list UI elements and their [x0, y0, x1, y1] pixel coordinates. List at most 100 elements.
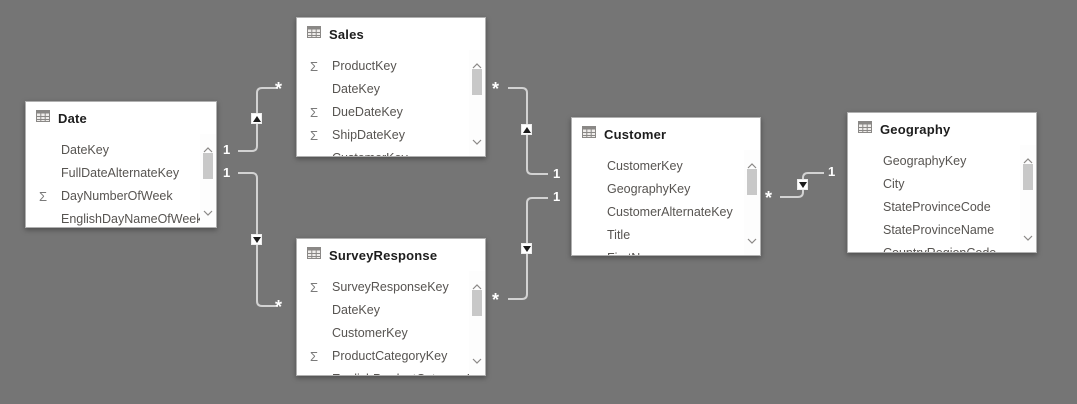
field-row[interactable]: ΣCustomerKey [572, 155, 760, 178]
filter-direction-arrow-icon[interactable] [797, 179, 808, 190]
cardinality-one-label: 1 [553, 166, 561, 181]
table-icon [307, 25, 321, 43]
field-label: DateKey [61, 143, 109, 157]
field-row[interactable]: ΣDateKey [297, 78, 485, 101]
scrollbar[interactable] [469, 50, 485, 156]
scrollbar[interactable] [1020, 145, 1036, 252]
cardinality-many-label: * [275, 297, 283, 317]
field-row[interactable]: ΣCustomerKey [297, 322, 485, 345]
table-title: Date [58, 110, 87, 126]
cardinality-one-label: 1 [223, 142, 231, 157]
cardinality-one-label: 1 [553, 189, 561, 204]
field-row[interactable]: ΣCity [848, 173, 1036, 196]
table-header[interactable]: SurveyResponse [297, 239, 485, 271]
field-list: ΣGeographyKeyΣCityΣStateProvinceCodeΣSta… [848, 145, 1036, 252]
field-row[interactable]: ΣTitle [572, 224, 760, 247]
table-header[interactable]: Sales [297, 18, 485, 50]
scrollbar-thumb[interactable] [472, 290, 482, 316]
scroll-down-icon[interactable] [747, 231, 757, 249]
field-label: ProductKey [332, 59, 397, 73]
scroll-up-icon[interactable] [472, 277, 482, 295]
field-label: DateKey [332, 82, 380, 96]
sum-icon: Σ [39, 189, 48, 204]
field-row[interactable]: ΣCustomerAlternateKey [572, 201, 760, 224]
scroll-up-icon[interactable] [203, 140, 213, 158]
field-label: CustomerKey [332, 147, 408, 156]
cardinality-many-label: * [492, 290, 500, 310]
field-label: CountryRegionCode [883, 242, 996, 252]
filter-direction-arrow-icon[interactable] [251, 113, 262, 124]
field-label: DueDateKey [332, 105, 403, 119]
table-icon [307, 246, 321, 264]
filter-direction-arrow-icon[interactable] [521, 124, 532, 135]
table-card-surveyresponse[interactable]: SurveyResponse ΣSurveyResponseKeyΣDateKe… [296, 238, 486, 376]
scroll-up-icon[interactable] [1023, 151, 1033, 169]
scrollbar[interactable] [744, 150, 760, 255]
field-row[interactable]: ΣFullDateAlternateKey [26, 162, 216, 185]
table-header[interactable]: Geography [848, 113, 1036, 145]
scrollbar-thumb[interactable] [203, 153, 213, 179]
field-row[interactable]: ΣFirstName [572, 247, 760, 255]
table-title: Sales [329, 26, 364, 42]
cardinality-one-label: 1 [828, 164, 836, 179]
field-row[interactable]: Σ SurveyResponseKey [297, 276, 485, 299]
scrollbar-thumb[interactable] [472, 69, 482, 95]
filter-direction-arrow-icon[interactable] [521, 243, 532, 254]
field-label: CustomerKey [607, 159, 683, 173]
table-header[interactable]: Date [26, 102, 216, 134]
table-card-geography[interactable]: Geography ΣGeographyKeyΣCityΣStateProvin… [847, 112, 1037, 253]
table-title: SurveyResponse [329, 247, 438, 263]
field-label: DateKey [332, 303, 380, 317]
scrollbar[interactable] [469, 271, 485, 375]
field-label: City [883, 177, 905, 191]
sum-icon: Σ [310, 105, 319, 120]
scroll-down-icon[interactable] [1023, 228, 1033, 246]
table-icon [582, 125, 596, 143]
field-label: Title [607, 228, 631, 242]
field-row[interactable]: ΣGeographyKey [848, 150, 1036, 173]
field-row[interactable]: ΣStateProvinceName [848, 219, 1036, 242]
scrollbar-thumb[interactable] [747, 169, 757, 195]
field-row[interactable]: ΣEnglishDayNameOfWeek [26, 208, 216, 227]
table-card-customer[interactable]: Customer ΣCustomerKeyΣGeographyKeyΣCusto… [571, 117, 761, 256]
field-label: DayNumberOfWeek [61, 189, 173, 203]
table-field-area: ΣDateKeyΣFullDateAlternateKeyΣ DayNumberO… [26, 134, 216, 227]
field-label: CustomerKey [332, 326, 408, 340]
field-row[interactable]: ΣEnglishProductCategoryName [297, 368, 485, 375]
field-label: CustomerAlternateKey [607, 205, 733, 219]
field-row[interactable]: ΣStateProvinceCode [848, 196, 1036, 219]
field-row[interactable]: ΣCustomerKey [297, 147, 485, 156]
cardinality-many-label: * [765, 188, 773, 208]
table-header[interactable]: Customer [572, 118, 760, 150]
scroll-up-icon[interactable] [472, 56, 482, 74]
table-card-date[interactable]: Date ΣDateKeyΣFullDateAlternateKeyΣ DayNu… [25, 101, 217, 228]
field-row[interactable]: ΣDateKey [26, 139, 216, 162]
field-row[interactable]: ΣGeographyKey [572, 178, 760, 201]
field-label: SurveyResponseKey [332, 280, 449, 294]
sum-icon: Σ [310, 59, 319, 74]
sum-icon: Σ [310, 280, 319, 295]
filter-direction-arrow-icon[interactable] [251, 234, 262, 245]
scrollbar-thumb[interactable] [1023, 164, 1033, 190]
field-row[interactable]: ΣDateKey [297, 299, 485, 322]
table-card-sales[interactable]: Sales ΣProductKeyΣDateKeyΣDueDateKeyΣShi… [296, 17, 486, 157]
field-row[interactable]: Σ ProductKey [297, 55, 485, 78]
scroll-up-icon[interactable] [747, 156, 757, 174]
table-title: Customer [604, 126, 667, 142]
scroll-down-icon[interactable] [203, 203, 213, 221]
field-list: ΣSurveyResponseKeyΣDateKeyΣCustomerKeyΣP… [297, 271, 485, 375]
field-label: ShipDateKey [332, 128, 405, 142]
scroll-down-icon[interactable] [472, 132, 482, 150]
field-row[interactable]: Σ DueDateKey [297, 101, 485, 124]
table-title: Geography [880, 121, 951, 137]
scroll-down-icon[interactable] [472, 351, 482, 369]
table-field-area: ΣProductKeyΣDateKeyΣDueDateKeyΣShipDateK… [297, 50, 485, 156]
sum-icon: Σ [310, 349, 319, 364]
field-row[interactable]: Σ DayNumberOfWeek [26, 185, 216, 208]
scrollbar[interactable] [200, 134, 216, 227]
field-row[interactable]: ΣCountryRegionCode [848, 242, 1036, 252]
field-label: StateProvinceName [883, 223, 995, 237]
